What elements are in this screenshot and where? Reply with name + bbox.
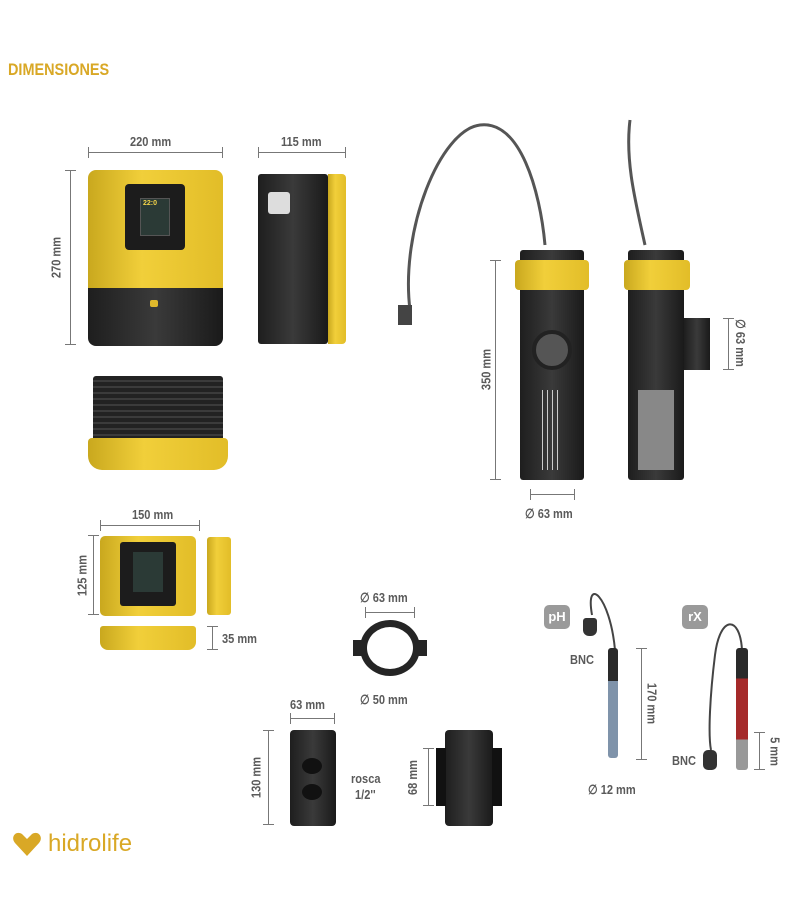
height-dimension-line xyxy=(65,170,76,345)
fitting-height-line xyxy=(263,730,274,825)
small-depth-line xyxy=(207,626,218,650)
fitting-height-label: 130 mm xyxy=(248,756,264,799)
small-depth-label: 35 mm xyxy=(222,631,258,646)
cell-side-outlet xyxy=(684,318,710,370)
small-height-line xyxy=(88,535,99,615)
rx-badge: rX xyxy=(682,605,708,629)
other-fitting-band-r xyxy=(492,748,502,806)
probe-cables xyxy=(589,593,743,751)
ph-badge: pH xyxy=(544,605,570,629)
screen-time: 22:0 xyxy=(143,200,158,207)
controller-depth-label: 115 mm xyxy=(281,134,322,149)
other-fitting-label: 68 mm xyxy=(405,759,421,796)
controller-front-image: 22:0 xyxy=(88,170,223,346)
thread-label-1: rosca xyxy=(351,771,381,786)
small-controller-bottom xyxy=(100,626,196,650)
small-controller-side xyxy=(207,537,231,615)
fitting-width-line xyxy=(290,713,335,724)
cell-side-diameter-line xyxy=(723,318,734,370)
rx-bnc-label: BNC xyxy=(672,753,696,768)
ring-inner-label: ∅ 50 mm xyxy=(360,692,408,707)
cell-diameter-label: ∅ 63 mm xyxy=(525,506,573,521)
cell-cap xyxy=(515,260,589,290)
ph-length-label: 170 mm xyxy=(644,682,660,725)
other-fitting-line xyxy=(423,748,434,806)
fitting-width-label: 63 mm xyxy=(290,697,326,712)
ph-diameter-label: ∅ 12 mm xyxy=(588,782,636,797)
ring-image xyxy=(360,620,420,676)
ring-tab-left xyxy=(353,640,363,656)
controller-height-label: 270 mm xyxy=(48,236,64,279)
rx-tip-label: 5 mm xyxy=(767,737,783,766)
small-width-line xyxy=(100,520,200,531)
cell-length-label: 350 mm xyxy=(478,348,494,391)
ph-bnc-icon xyxy=(583,618,597,636)
controller-width-label: 220 mm xyxy=(130,134,172,149)
cell-cable xyxy=(398,119,647,325)
controller-side-image xyxy=(258,174,328,344)
rx-probe-image xyxy=(736,648,748,770)
ph-length-line xyxy=(636,648,647,760)
controller-bottom-image xyxy=(88,376,228,471)
ph-bnc-label: BNC xyxy=(570,652,594,667)
cell-side-diameter-label: ∅ 63 mm xyxy=(733,319,749,367)
cell-diameter-line xyxy=(530,489,575,500)
rx-bnc-icon xyxy=(703,750,717,770)
heart-logo-icon xyxy=(13,832,41,856)
other-fitting-image xyxy=(445,730,493,826)
page-title: DIMENSIONES xyxy=(8,60,110,79)
cell-side-cap xyxy=(624,260,690,290)
ph-probe-image xyxy=(608,648,618,758)
ring-tab-right xyxy=(417,640,427,656)
small-controller-front xyxy=(100,536,196,616)
cell-length-line xyxy=(490,260,501,480)
thread-label-2: 1/2'' xyxy=(355,787,376,802)
brand-name: hidrolife xyxy=(48,830,133,857)
ring-outer-line xyxy=(365,607,415,618)
small-width-label: 150 mm xyxy=(132,507,174,522)
rx-tip-line xyxy=(754,732,765,770)
depth-dimension-line xyxy=(258,147,346,158)
brand-logo: hidrolife xyxy=(12,830,132,858)
small-height-label: 125 mm xyxy=(74,554,90,597)
cell-front-image xyxy=(520,250,584,480)
other-fitting-band-l xyxy=(436,748,446,806)
ring-outer-label: ∅ 63 mm xyxy=(360,590,408,605)
controller-side-yellow xyxy=(328,174,346,344)
width-dimension-line xyxy=(88,147,223,158)
fitting-image xyxy=(290,730,336,826)
